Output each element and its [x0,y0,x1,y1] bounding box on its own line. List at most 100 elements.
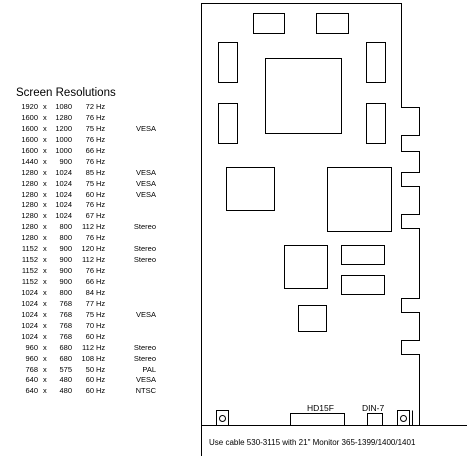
resolution-h: 680 [59,353,72,363]
resolution-x: x [43,102,47,111]
resolution-x: x [43,309,47,319]
resolution-h: 900 [59,156,72,166]
resolution-h: 1080 [55,102,72,111]
resolution-note: Stereo [133,244,156,254]
resolution-rate: 67 [85,211,94,221]
resolution-note: NTSC [135,386,156,396]
resolution-unit: Hz [96,145,106,155]
resolution-x: x [43,178,47,188]
resolution-note: VESA [135,309,156,319]
resolution-unit: Hz [96,222,106,232]
resolution-unit: Hz [96,331,106,341]
resolution-note: VESA [135,178,156,188]
chip-right-upper [366,42,386,83]
resolution-rate: 76 [85,156,94,166]
resolution-unit: Hz [96,309,106,319]
resolution-h: 1024 [55,178,72,188]
cable-caption: Use cable 530-3115 with 21" Monitor 365-… [209,438,416,447]
resolution-unit: Hz [96,255,106,265]
resolution-x: x [43,145,47,155]
chip-mid-left [226,167,275,211]
resolution-x: x [43,364,47,374]
resolution-rate: 76 [85,112,94,122]
resolution-w: 1024 [21,298,38,308]
resolution-unit: Hz [96,386,106,396]
resolution-x: x [43,331,47,341]
resolution-unit: Hz [96,178,106,188]
resolution-x: x [43,287,47,297]
resolution-w: 1600 [21,145,38,155]
resolution-rate: 76 [85,233,94,243]
resolution-h: 900 [59,277,72,286]
resolution-rate: 75 [85,309,94,319]
resolution-w: 1024 [21,320,38,330]
resolution-unit: Hz [96,102,106,111]
resolution-h: 480 [59,386,72,396]
resolution-h: 900 [59,244,72,254]
resolution-x: x [43,200,47,210]
resolution-rate: 112 [82,342,94,352]
main-processor [265,58,342,134]
resolution-w: 1024 [21,309,38,319]
chip-left-upper [218,42,238,83]
resolution-rate: 66 [85,277,94,286]
connector-right-mount [397,410,410,426]
chip-right-lower [366,103,386,144]
resolution-rate: 77 [85,298,94,308]
resolution-w: 1152 [21,277,38,286]
resolution-h: 1024 [55,200,72,210]
resolution-unit: Hz [96,134,106,144]
resolution-note: VESA [135,189,156,199]
resolution-unit: Hz [96,123,106,133]
board-outline [201,3,420,426]
resolution-note: VESA [135,123,156,133]
resolution-h: 768 [59,320,72,330]
resolution-rate: 76 [85,134,94,144]
resolution-w: 1440 [21,156,38,166]
resolution-w: 1280 [21,233,38,243]
resolution-note: Stereo [133,255,156,265]
resolution-rate: 112 [82,222,94,232]
resolution-x: x [43,167,47,177]
resolution-x: x [43,298,47,308]
resolution-note: Stereo [133,222,156,232]
resolutions-title: Screen Resolutions [16,87,116,99]
resolution-unit: Hz [96,266,106,276]
resolution-w: 1280 [21,167,38,177]
resolution-rate: 66 [85,145,94,155]
resolution-x: x [43,189,47,199]
resolution-w: 1280 [21,200,38,210]
chip-lower-right-a [341,245,385,265]
resolution-x: x [43,375,47,385]
resolution-h: 1024 [55,189,72,199]
resolution-w: 1280 [21,222,38,232]
resolution-rate: 60 [85,386,94,396]
resolution-rate: 60 [85,189,94,199]
resolution-w: 960 [25,342,38,352]
resolution-w: 1280 [21,189,38,199]
resolution-note: VESA [135,375,156,385]
resolution-rate: 76 [85,266,94,276]
resolution-rate: 60 [85,375,94,385]
resolution-unit: Hz [96,364,106,374]
resolution-h: 1000 [55,134,72,144]
resolution-rate: 70 [85,320,94,330]
resolution-x: x [43,134,47,144]
resolution-x: x [43,255,47,265]
resolution-x: x [43,112,47,122]
chip-lower-left [284,245,328,289]
chip-left-lower [218,103,238,144]
resolution-unit: Hz [96,342,106,352]
